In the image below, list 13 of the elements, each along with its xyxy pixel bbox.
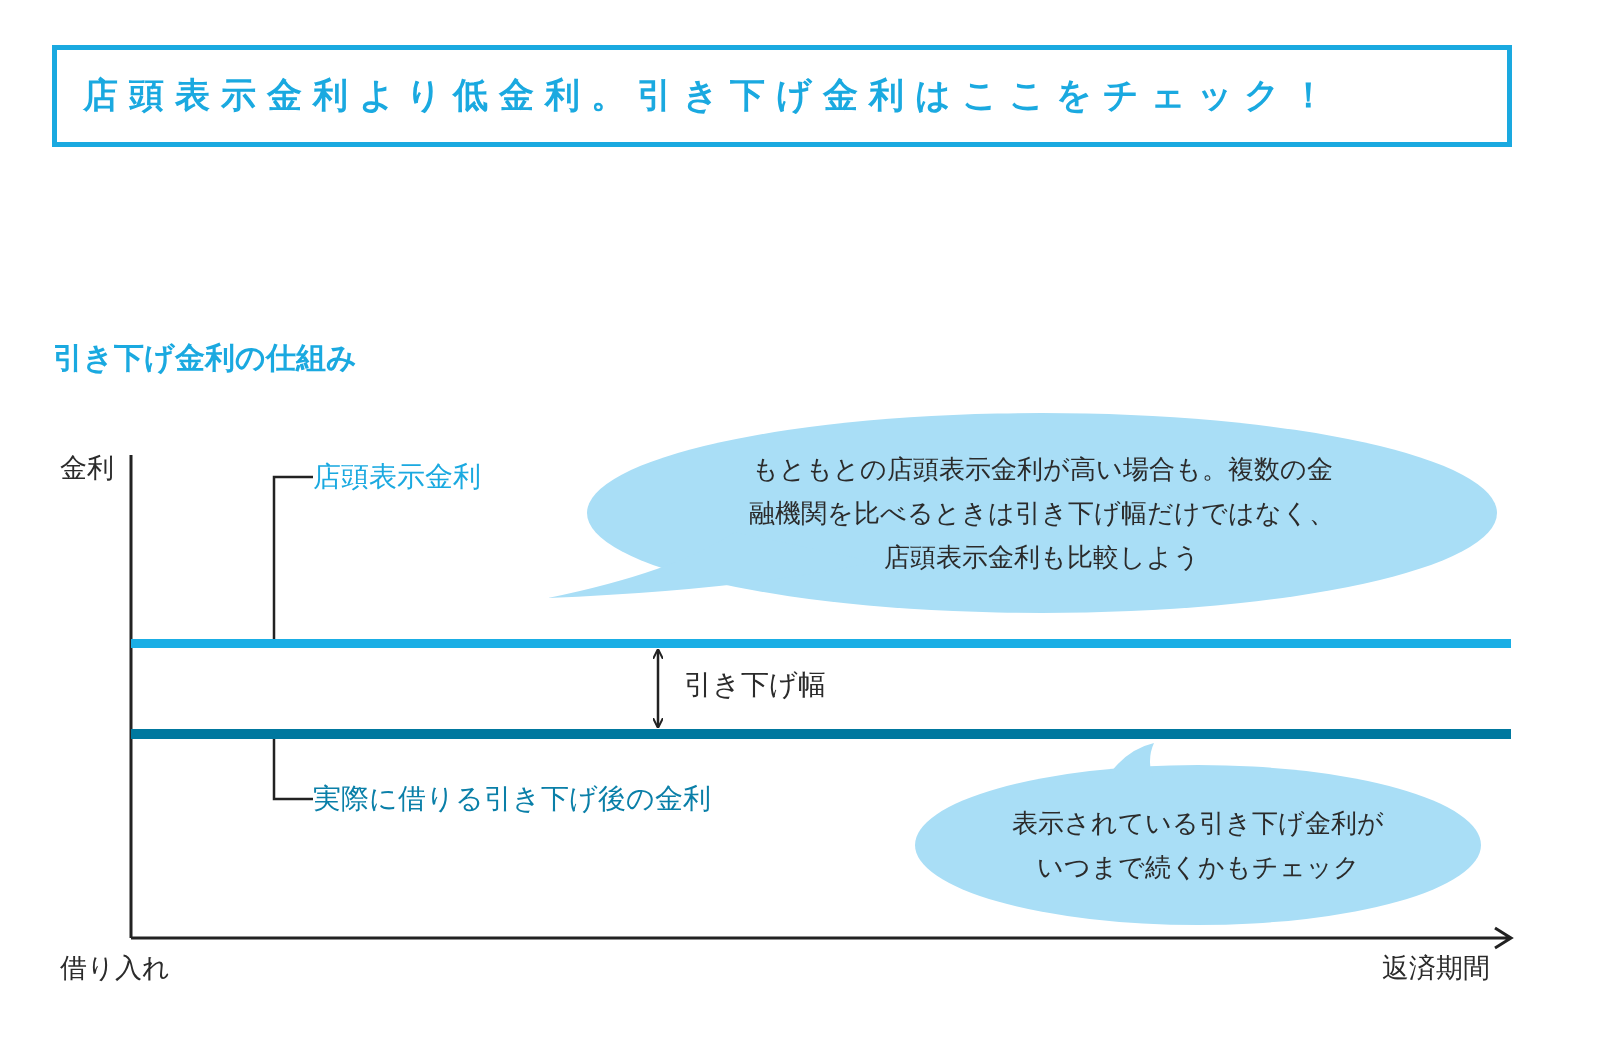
axis-label: 借り入れ	[60, 951, 170, 985]
gap-label: 引き下げ幅	[684, 667, 826, 703]
rate-label: 実際に借りる引き下げ後の金利	[313, 780, 711, 818]
axis-label: 返済期間	[1382, 951, 1490, 985]
leader-line	[272, 739, 313, 801]
axis-label: 金利	[60, 451, 114, 485]
double-arrow	[652, 648, 664, 729]
leader-line	[272, 475, 313, 639]
bubble-text: 表示されている引き下げ金利がいつまで続くかもチェック	[1011, 807, 1385, 884]
bubble-text: もともとの店頭表示金利が高い場合も。複数の金融機関を比べるときは引き下げ幅だけではなく、店頭表示金利も比較しよう	[748, 453, 1336, 574]
rate-label: 店頭表示金利	[313, 458, 481, 496]
title-text: 店頭表示金利より低金利。引き下げ金利はここをチェック！	[83, 74, 1337, 117]
section-heading: 引き下げ金利の仕組み	[53, 339, 357, 377]
